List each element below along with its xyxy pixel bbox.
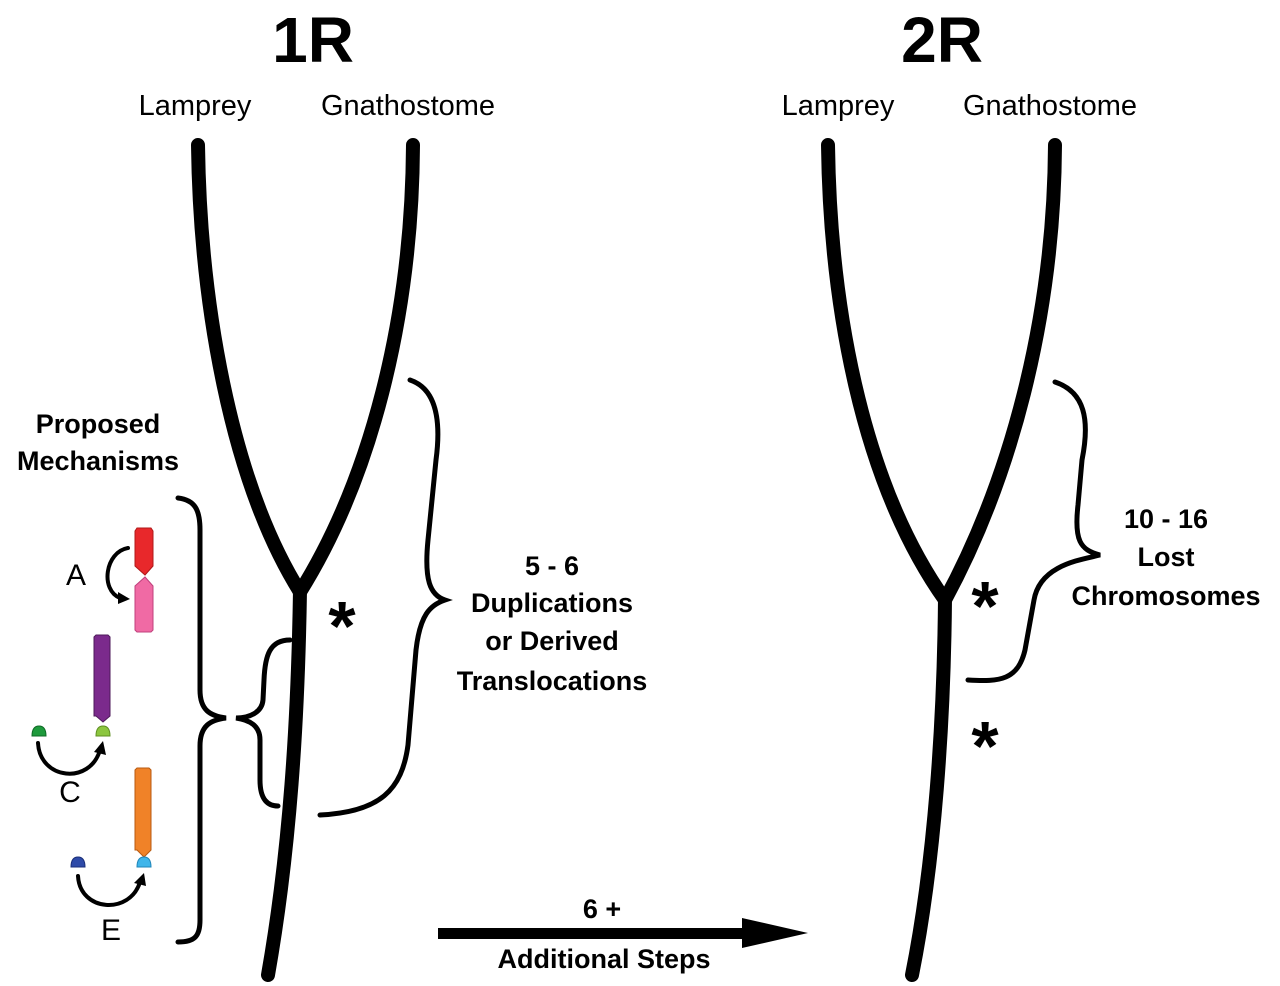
panel-title-1r: 1R (272, 4, 354, 76)
chromosome-purple (93, 634, 111, 723)
brace-lost-chromosomes (965, 379, 1101, 683)
chromosome-orange (134, 767, 152, 858)
dup-count: 5 - 6 (525, 551, 579, 581)
branch-lamprey-1r (191, 138, 307, 599)
brace-mechanisms (175, 495, 227, 945)
transition-arrowhead (742, 918, 808, 948)
mechanism-label-c: C (59, 776, 81, 809)
steps-label: Additional Steps (497, 944, 710, 974)
mechanisms-heading-line1: Proposed (36, 409, 161, 439)
arrow-e (76, 874, 142, 907)
branch-lamprey-2r (821, 138, 952, 607)
mechanism-label-a: A (66, 559, 86, 592)
asterisk-1r: * (328, 587, 356, 665)
trunk-2r (905, 591, 952, 982)
lost-line2: Lost (1138, 542, 1195, 572)
lost-line3: Chromosomes (1071, 581, 1260, 611)
dup-line2: Duplications (471, 588, 633, 618)
arrow-c (36, 741, 102, 776)
fragment-dark-green (31, 725, 47, 737)
mechanism-a: A (66, 527, 154, 633)
mechanism-e: E (70, 767, 152, 947)
asterisk-2r-upper: * (971, 567, 999, 645)
mechanisms-heading-line2: Mechanisms (17, 446, 179, 476)
brace-duplications (317, 377, 453, 818)
arrowhead-a (118, 592, 130, 604)
asterisk-2r-lower: * (971, 707, 999, 785)
arrowhead-c (94, 741, 106, 755)
steps-count: 6 + (583, 894, 621, 924)
taxon-gnathostome-1r: Gnathostome (321, 90, 495, 122)
arrowhead-e (134, 873, 146, 886)
chromosome-pink (134, 576, 154, 633)
arrow-a (105, 546, 130, 600)
dup-line3: or Derived (485, 626, 619, 656)
branch-gnathostome-2r (938, 138, 1062, 607)
brace-small-1r (235, 637, 293, 809)
taxon-gnathostome-2r: Gnathostome (963, 90, 1137, 122)
dup-line4: Translocations (457, 666, 648, 696)
fragment-dark-blue (70, 856, 86, 868)
mechanism-c: C (31, 634, 111, 809)
panel-title-2r: 2R (901, 4, 983, 76)
chromosome-red (134, 527, 154, 576)
lost-count: 10 - 16 (1124, 504, 1208, 534)
fragment-light-green (95, 725, 111, 737)
taxon-lamprey-2r: Lamprey (782, 90, 895, 122)
taxon-lamprey-1r: Lamprey (139, 90, 252, 122)
trunk-1r (261, 583, 307, 982)
fragment-light-blue (136, 856, 152, 868)
transition-arrow-shaft (438, 928, 748, 939)
mechanism-label-e: E (101, 914, 121, 947)
branch-gnathostome-1r (293, 138, 420, 599)
